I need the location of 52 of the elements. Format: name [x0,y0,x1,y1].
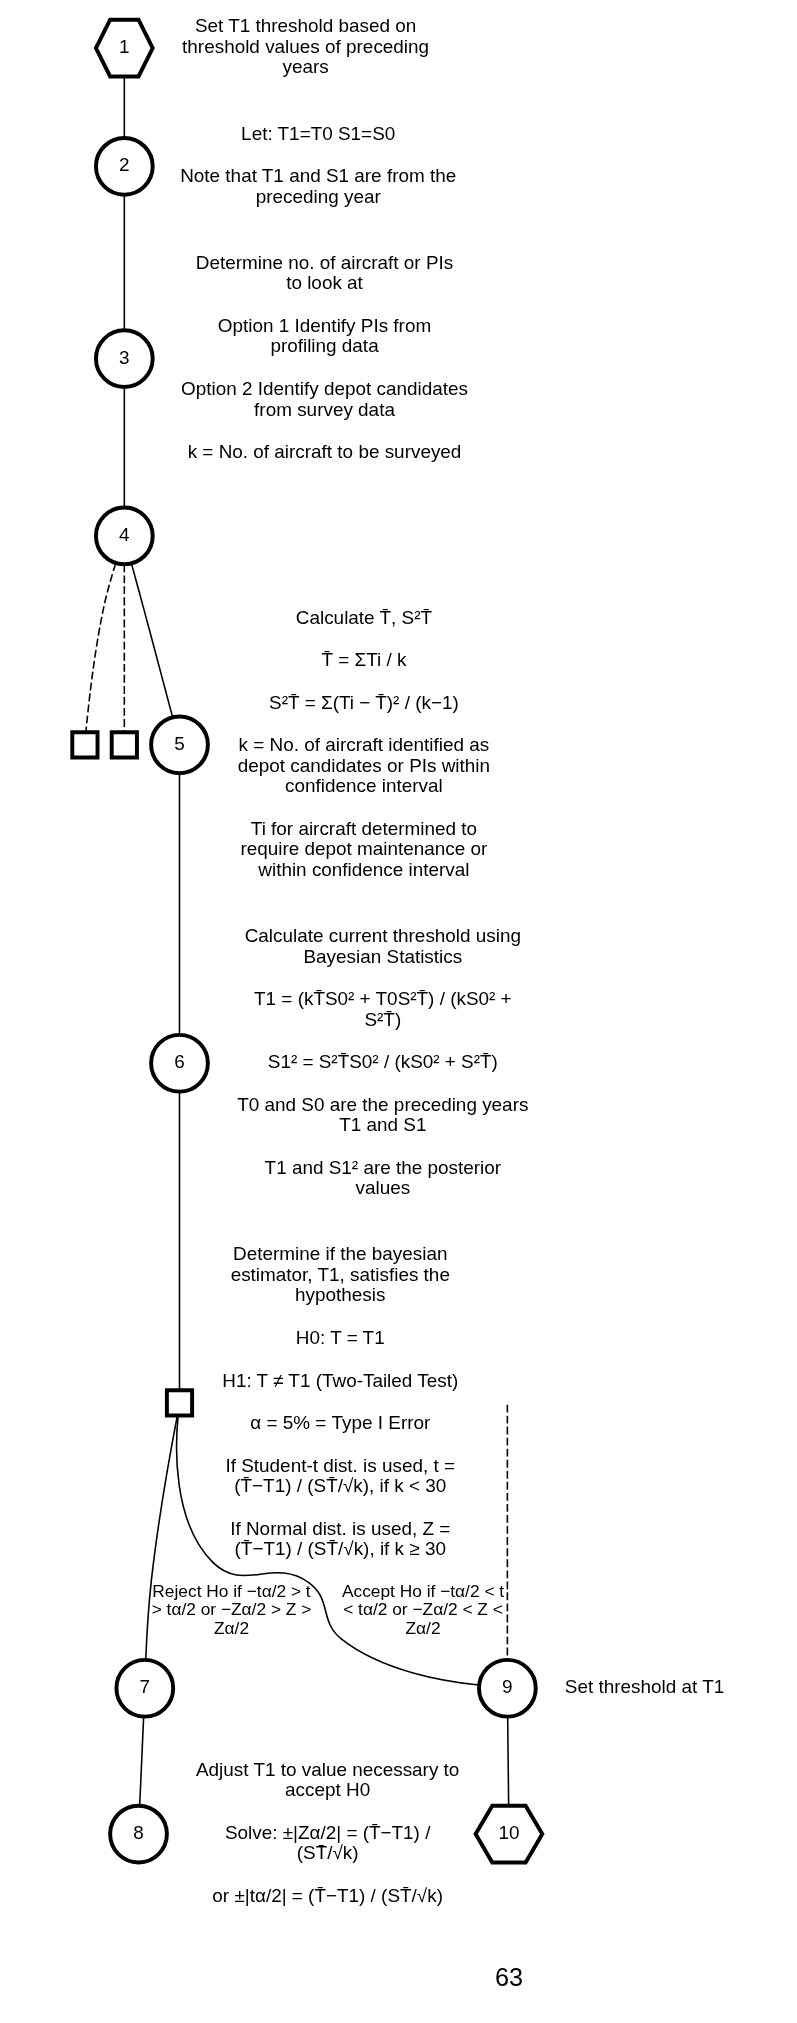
connector [84,562,116,733]
connector [138,1715,144,1806]
node-circle: 7 [113,1657,175,1719]
node-label: Calculate current threshold using Bayesian Statistics [244,924,521,966]
connector [506,1715,509,1806]
node-box [69,729,99,759]
node-label: Set threshold at T1 [564,1675,724,1697]
node-label: Set T1 threshold based on threshold values of preceding years [181,14,429,77]
node-box [109,729,139,759]
node-circle: 5 [148,713,210,775]
connector [144,1414,178,1660]
node-label: If Normal dist. is used, Z = (T̄−T1) / (ST̄/√k), if k ≥ 30 [229,1517,450,1559]
connector [123,386,125,508]
node-label: S1² = S²T̄S0² / (kS0² + S²T̄) [267,1050,498,1072]
edge-label: Reject Ho if −tα/2 > t > tα/2 or −Zα/2 > Z > Zα/2 [151,1580,311,1638]
node-box [164,1387,194,1417]
node-label: Ti for aircraft determined to require depot maintenance or within confidence interval [239,817,487,880]
label: 63 [494,1962,523,1991]
node-circle: 6 [148,1032,210,1094]
node-circle: 3 [93,327,155,389]
node-circle: 9 [476,1657,538,1719]
connector [123,193,125,331]
node-label: Option 1 Identify PIs from profiling data [217,314,431,356]
node-label: Determine no. of aircraft or PIs to look at [195,251,453,293]
node-label: H0: T = T1 [295,1326,385,1348]
node-label: H1: T ≠ T1 (Two-Tailed Test) [221,1369,458,1391]
node-label: T1 = (kT̄S0² + T0S²T̄) / (kS0² + S²T̄) [253,987,512,1030]
node-label: Option 2 Identify depot candidates from survey data [180,377,468,420]
node-label: k = No. of aircraft to be surveyed [187,440,461,462]
node-label: α = 5% = Type I Error [249,1411,430,1433]
node-circle: 8 [107,1803,169,1864]
node-label: Determine if the bayesian estimator, T1, satisfies the hypothesis [230,1242,450,1305]
connector [130,562,173,718]
node-label: T̄ = ΣTi / k [320,648,406,670]
node-label: Let: T1=T0 S1=S0 [240,122,395,144]
node-label: S²T̄ = Σ(Ti − T̄)² / (k−1) [268,691,459,713]
node-label: Adjust T1 to value necessary to accept H0 [195,1758,459,1800]
connector [123,563,125,733]
edge-label: Accept Ho if −tα/2 < t < tα/2 or −Zα/2 < Z < Zα/2 [341,1580,504,1638]
node-label: Solve: ±|Zα/2| = (T̄−T1) / (ST̄/√k) [224,1821,430,1863]
connector [175,1414,479,1686]
node-label: or ±|tα/2| = (T̄−T1) / (ST̄/√k) [211,1884,443,1906]
node-label: Note that T1 and S1 are from the preceding year [179,164,456,207]
node-label: k = No. of aircraft identified as depot candidates or PIs within confidence interval [237,733,490,796]
node-circle: 2 [93,135,155,197]
node-label: If Student-t dist. is used, t = (T̄−T1) / (ST̄/√k), if k < 30 [224,1454,455,1496]
node-circle: 4 [93,505,155,566]
node-label: Calculate T̄, S²T̄ [295,606,432,628]
node-label: T0 and S0 are the preceding years T1 and S1 [236,1093,528,1135]
connector [123,75,125,138]
connector [178,1090,180,1391]
node-label: T1 and S1² are the posterior values [264,1156,501,1198]
